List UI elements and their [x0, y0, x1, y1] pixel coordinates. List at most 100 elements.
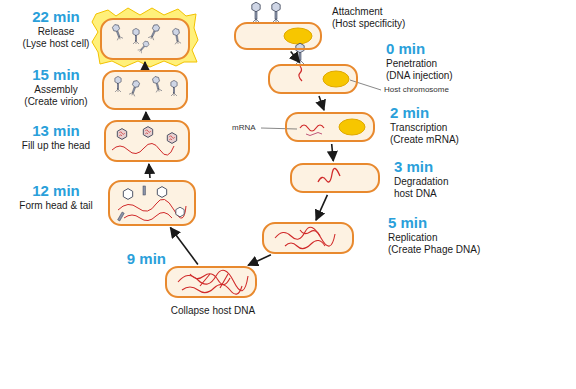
- cell-fills: [101, 19, 379, 297]
- phage-head: [143, 127, 152, 138]
- label-wrapper: mRNA: [232, 123, 256, 133]
- stage-label: (Create virion): [8, 96, 104, 108]
- text-wrapper: (Create virion): [8, 96, 104, 108]
- text-wrapper: (DNA injection): [386, 70, 506, 82]
- phage-dna: [300, 125, 324, 131]
- stage-label: (DNA injection): [386, 70, 506, 82]
- cell-fill: [109, 181, 195, 225]
- stage-label: (Create mRNA): [390, 134, 510, 146]
- text-wrapper: 15 min: [8, 66, 104, 83]
- host-cell: 3 minDegradation host DNA: [290, 163, 380, 193]
- phage-dna: [275, 227, 335, 248]
- host-cell: 5 minReplication(Create Phage DNA): [262, 222, 354, 254]
- text-wrapper: 22 min: [8, 8, 104, 25]
- text-wrapper: Replication: [388, 232, 528, 244]
- stage-label: Attachment: [332, 6, 452, 18]
- phage-icon: [152, 76, 162, 93]
- cell-fill: [269, 65, 357, 93]
- host-chromosome-label: Host chromosome: [384, 85, 449, 95]
- text-wrapper: 3 min: [394, 158, 514, 175]
- host-chromosome: [339, 119, 365, 135]
- host-cell: 22 minRelease(Lyse host cell): [100, 18, 190, 60]
- cell-fill: [101, 19, 189, 59]
- text-wrapper: Fill up the head: [8, 140, 104, 152]
- cycle-arrow: [170, 228, 198, 265]
- text-wrapper: 0 min: [386, 40, 506, 57]
- text-wrapper: (Lyse host cell): [8, 38, 104, 50]
- phage-head: [176, 207, 184, 217]
- stage-label: Replication: [388, 232, 528, 244]
- text-wrapper: Penetration: [386, 58, 506, 70]
- text-wrapper: 13 min: [8, 122, 104, 139]
- stage-label: Transcription: [390, 122, 510, 134]
- mrna-label: mRNA: [232, 123, 256, 133]
- stage-label: Degradation host DNA: [394, 176, 466, 200]
- phage-head: [157, 187, 166, 198]
- host-cell: 0 minPenetration(DNA injection): [268, 64, 358, 94]
- stage-label: Fill up the head: [8, 140, 104, 152]
- cell-fill: [105, 121, 189, 161]
- time-label: 13 min: [8, 122, 104, 139]
- cycle-arrow: [316, 195, 327, 220]
- text-wrapper: (Host specificity): [332, 18, 452, 30]
- cell-fill: [291, 164, 379, 192]
- cycle-arrow: [291, 52, 300, 63]
- text-wrapper: Attachment: [332, 6, 452, 18]
- phage-head: [123, 189, 132, 200]
- time-label: 3 min: [394, 158, 514, 175]
- phage-tail: [143, 186, 145, 195]
- time-label: 0 min: [386, 40, 506, 57]
- cycle-arrow: [145, 112, 147, 118]
- host-chromosome: [323, 71, 349, 87]
- cell-fill: [263, 223, 353, 253]
- phage-icon: [148, 23, 160, 40]
- leader-line: [350, 80, 381, 90]
- text-wrapper: 2 min: [390, 104, 510, 121]
- time-label: 5 min: [388, 214, 528, 231]
- host-cell: 12 minForm head & tail: [108, 180, 196, 226]
- text-wrapper: Degradation host DNA: [394, 176, 466, 200]
- cycle-arrow: [332, 144, 334, 161]
- stage-label: (Lyse host cell): [8, 38, 104, 50]
- leader-line: [261, 128, 297, 129]
- text-wrapper: 5 min: [388, 214, 528, 231]
- cell-fill: [286, 113, 374, 141]
- text-wrapper: (Create mRNA): [390, 134, 510, 146]
- phage-icon: [115, 76, 121, 92]
- host-chromosome: [284, 28, 312, 44]
- phage-dna: [178, 270, 248, 294]
- text-wrapper: Collapse host DNA: [143, 305, 283, 317]
- time-label: 22 min: [8, 8, 104, 25]
- stage-label: Release: [8, 26, 104, 38]
- phage-head: [167, 133, 176, 144]
- phage-icon: [133, 28, 139, 44]
- phage-icon: [138, 40, 150, 53]
- phage-dna: [118, 199, 186, 220]
- phage-icon: [129, 80, 140, 97]
- stage-label: Penetration: [386, 58, 506, 70]
- time-label: 9 min: [108, 250, 166, 267]
- text-wrapper: (Create Phage DNA): [388, 244, 528, 256]
- cycle-arrow: [319, 96, 324, 110]
- stage-label: Form head & tail: [8, 200, 104, 212]
- label-wrapper: Host chromosome: [384, 85, 449, 95]
- text-wrapper: Form head & tail: [8, 200, 104, 212]
- phage-icon: [171, 80, 177, 96]
- phage-dna: [299, 66, 302, 81]
- time-label: 12 min: [8, 182, 104, 199]
- time-label: 2 min: [390, 104, 510, 121]
- cycle-arrow: [149, 164, 150, 178]
- host-cell: 15 minAssembly(Create virion): [102, 70, 188, 110]
- text-wrapper: Release: [8, 26, 104, 38]
- text-wrapper: 9 min: [108, 250, 166, 267]
- cell-fill: [235, 23, 321, 49]
- cell-fill: [103, 71, 187, 109]
- host-cell: 2 minTranscription(Create mRNA): [285, 112, 375, 142]
- cycle-arrow: [248, 255, 271, 265]
- phage-icon: [296, 43, 304, 64]
- cell-fill: [166, 267, 256, 297]
- stage-label: (Create Phage DNA): [388, 244, 528, 256]
